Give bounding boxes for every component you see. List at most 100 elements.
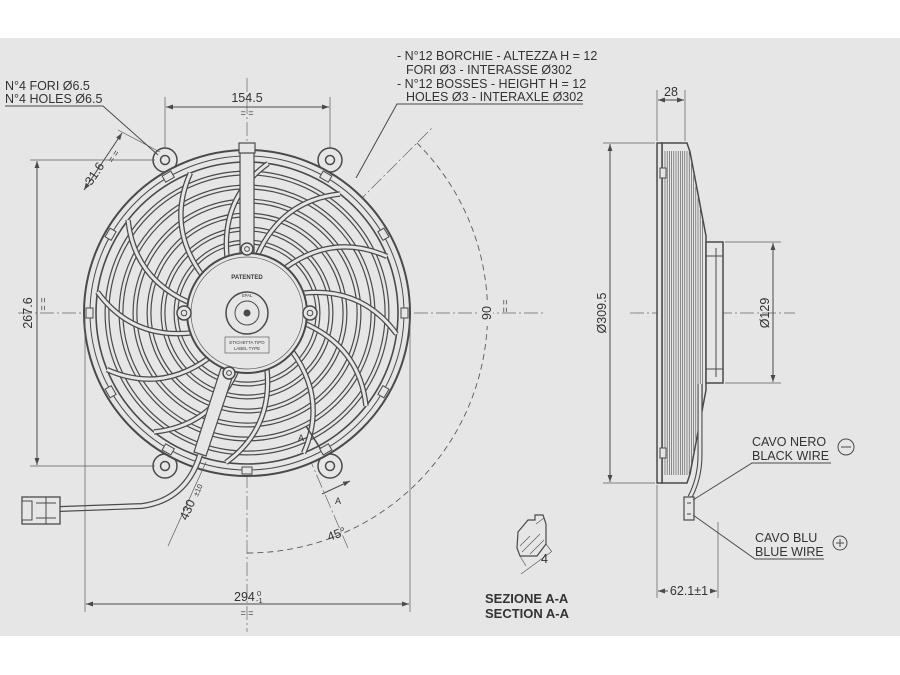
- connector-latch: [21, 500, 33, 521]
- bosses-note-line-1: - N°12 BORCHIE - ALTEZZA H = 12: [397, 49, 597, 63]
- housing-boss: [161, 443, 176, 456]
- dim-90-backdrop: [480, 300, 493, 326]
- grille-spoke-core: [255, 192, 341, 257]
- mounting-holes: [159, 154, 336, 472]
- dim-angle-cable: 45°: [325, 524, 348, 544]
- dim-overall-width: 294: [234, 590, 255, 604]
- dim-31-line: [83, 132, 123, 191]
- top-strut: [239, 149, 255, 257]
- bosses-note-line-3: - N°12 BOSSES - HEIGHT H = 12: [397, 77, 586, 91]
- dim-overall-width-tol-lower: -1: [256, 596, 263, 605]
- side-dimensions: 28 Ø309.5 Ø129 62.1±1: [595, 85, 781, 598]
- side-motor: [705, 241, 724, 384]
- screw-boss: [240, 242, 254, 256]
- fan-front-view: PATENTED SPAL ETICHETTA TIPO LABEL TYPE: [21, 142, 411, 525]
- housing-boss: [161, 170, 176, 183]
- mounting-hole: [324, 154, 336, 166]
- dim-31-ext: [117, 129, 161, 153]
- boss-pitch-arc: [246, 142, 489, 554]
- grille-spoke-core: [106, 356, 211, 381]
- motor-shaft-ring: [234, 300, 260, 326]
- side-cable-connector: [683, 496, 695, 521]
- minus-circle-icon: [837, 438, 855, 456]
- screw-boss: [176, 305, 192, 321]
- screw-boss: [222, 366, 236, 380]
- dim-430-line: [167, 461, 207, 547]
- mounting-hole: [159, 154, 171, 166]
- bosses-note-line-2: FORI Ø3 - INTERASSE Ø302: [406, 63, 572, 77]
- screw-hole: [306, 309, 314, 317]
- symmetry-mark: = =: [500, 299, 510, 312]
- housing-boss: [85, 307, 94, 319]
- screw-hole: [226, 370, 232, 376]
- dim-hole-spacing-horizontal: 154.5: [231, 91, 262, 105]
- symmetry-mark: = =: [38, 297, 48, 310]
- housing-boss: [241, 466, 253, 475]
- housing-boss: [400, 307, 409, 319]
- top-strut-tab: [238, 142, 256, 154]
- section-arrow-label: A: [335, 496, 341, 506]
- holes-note-leader: [5, 105, 159, 156]
- section-dimension: 4: [541, 552, 548, 566]
- black-wire-label-line-2: BLACK WIRE: [752, 449, 829, 463]
- side-shroud: [661, 142, 707, 484]
- side-motor-detail: [706, 248, 723, 377]
- housing-bosses: [85, 151, 409, 475]
- symmetry-mark: = =: [240, 608, 253, 618]
- power-cable: [59, 454, 202, 511]
- section-arrow-line: [321, 480, 351, 495]
- motor-shaft: [243, 309, 251, 317]
- housing-boss: [318, 170, 333, 183]
- section-a-a: 4 SEZIONE A-A SECTION A-A: [485, 514, 570, 621]
- side-connector-detail: [687, 502, 691, 515]
- mounting-hole: [159, 460, 171, 472]
- grille-spoke-core: [179, 172, 204, 277]
- dim-flange-depth: 28: [664, 85, 678, 99]
- fan-side-view: [656, 142, 724, 521]
- dim-overall-width-tol-upper: 0: [257, 589, 261, 598]
- black-wire-label-line-1: CAVO NERO: [752, 435, 826, 449]
- hub-label-line-2: LABEL TYPE: [234, 346, 260, 351]
- holes-note-line-2: N°4 HOLES Ø6.5: [5, 92, 102, 106]
- grille-spoke-core: [303, 321, 368, 407]
- blue-wire-label-line-2: BLUE WIRE: [755, 545, 824, 559]
- grille-spoke-core: [224, 162, 269, 259]
- grille-spoke-core: [301, 290, 398, 335]
- housing-boss: [377, 227, 390, 242]
- dim-hole-spacing-vertical: 267.6: [21, 297, 35, 328]
- grille-spoke-core: [126, 219, 191, 305]
- housing-boss: [104, 227, 117, 242]
- section-cut-line: [305, 425, 321, 449]
- housing-boss: [104, 384, 117, 399]
- screw-boss: [302, 305, 318, 321]
- dim-outer-diameter: Ø309.5: [595, 292, 609, 333]
- plus-circle-icon: [832, 535, 848, 551]
- dim-overall-depth: 62.1±1: [670, 584, 708, 598]
- bosses-note-leader: [355, 103, 583, 179]
- section-dim-line: [519, 543, 553, 575]
- bosses-note-line-4: HOLES Ø3 - INTERAXLE Ø302: [406, 90, 583, 104]
- blue-wire-label-line-1: CAVO BLU: [755, 531, 817, 545]
- section-title-line-1: SEZIONE A-A: [485, 591, 569, 606]
- grille-spoke-core: [96, 291, 193, 336]
- hub-label-box: [224, 336, 270, 354]
- black-wire-label: CAVO NERO BLACK WIRE: [692, 435, 855, 501]
- section-profile: [516, 514, 547, 557]
- hub-screw-bosses: [176, 242, 318, 380]
- mounting-hole: [324, 460, 336, 472]
- holes-note-line-1: N°4 FORI Ø6.5: [5, 79, 90, 93]
- grille-spoke-core: [290, 349, 315, 454]
- grille-spoke-core: [225, 367, 270, 464]
- blue-wire-label: CAVO BLU BLUE WIRE: [692, 514, 848, 560]
- side-fins: [664, 151, 703, 475]
- grille-spoke-core: [283, 245, 388, 270]
- hub-brand-logo: SPAL: [242, 293, 253, 298]
- side-boss: [659, 447, 667, 459]
- screw-hole: [180, 309, 188, 317]
- housing-boss: [377, 384, 390, 399]
- section-title-line-2: SECTION A-A: [485, 606, 570, 621]
- blue-wire-leader: [692, 514, 824, 560]
- bosses-note: - N°12 BORCHIE - ALTEZZA H = 12 FORI Ø3 …: [355, 49, 597, 179]
